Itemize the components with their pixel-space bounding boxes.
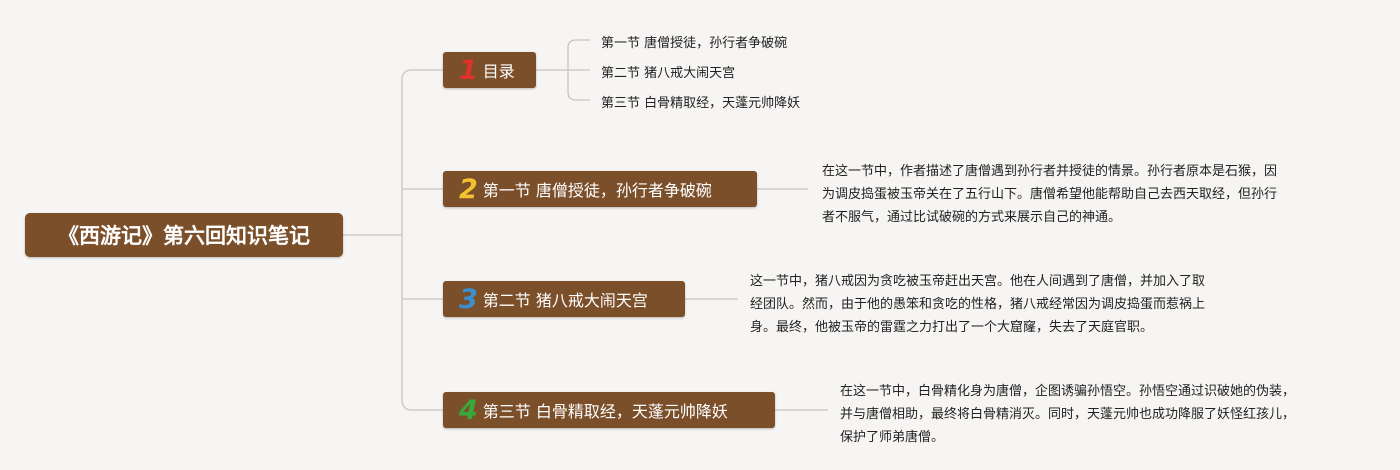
branch-section-3[interactable]: 4 第三节 白骨精取经，天蓬元帅降妖 [443,392,775,428]
toc-item-1[interactable]: 第一节 唐僧授徒，孙行者争破碗 [601,36,788,51]
number-4-icon: 4 [459,394,478,426]
number-2-icon: 2 [459,173,478,205]
note-line: 保护了师弟唐僧。 [840,430,945,445]
branch-section-1-label: 第一节 唐僧授徒，孙行者争破碗 [482,181,712,200]
number-1-icon: 1 [459,54,478,86]
note-line: 这一节中，猪八戒因为贪吃被玉帝赶出天宫。他在人间遇到了唐僧，并加入了取 [750,274,1206,289]
root-node[interactable]: 《西游记》第六回知识笔记 [25,213,343,257]
branch-section-2-label: 第二节 猪八戒大闹天宫 [482,291,648,310]
note-section-2[interactable]: 这一节中，猪八戒因为贪吃被玉帝赶出天宫。他在人间遇到了唐僧，并加入了取 经团队。… [750,270,1205,339]
note-section-3[interactable]: 在这一节中，白骨精化身为唐僧，企图诱骗孙悟空。孙悟空通过识破她的伪装， 并与唐僧… [840,380,1295,449]
note-line: 在这一节中，白骨精化身为唐僧，企图诱骗孙悟空。孙悟空通过识破她的伪装， [840,384,1296,399]
toc-item-2[interactable]: 第二节 猪八戒大闹天宫 [601,66,736,81]
note-line: 经团队。然而，由于他的愚笨和贪吃的性格，猪八戒经常因为调皮捣蛋而惹祸上 [750,297,1206,312]
branch-section-2[interactable]: 3 第二节 猪八戒大闹天宫 [443,281,685,317]
branch-section-1[interactable]: 2 第一节 唐僧授徒，孙行者争破碗 [443,171,757,207]
note-line: 为调皮捣蛋被玉帝关在了五行山下。唐僧希望他能帮助自己去西天取经，但孙行 [822,187,1278,202]
toc-item-3[interactable]: 第三节 白骨精取经，天蓬元帅降妖 [601,96,801,111]
note-line: 者不服气，通过比试破碗的方式来展示自己的神通。 [822,210,1122,225]
note-line: 在这一节中，作者描述了唐僧遇到孙行者并授徒的情景。孙行者原本是石猴，因 [822,164,1278,179]
note-line: 并与唐僧相助，最终将白骨精消灭。同时，天蓬元帅也成功降服了妖怪红孩儿， [840,407,1296,422]
note-section-1[interactable]: 在这一节中，作者描述了唐僧遇到孙行者并授徒的情景。孙行者原本是石猴，因 为调皮捣… [822,160,1277,229]
number-3-icon: 3 [459,283,478,315]
branch-contents[interactable]: 1 目录 [443,52,536,88]
branch-contents-label: 目录 [482,62,515,81]
branch-section-3-label: 第三节 白骨精取经，天蓬元帅降妖 [482,402,728,421]
note-line: 身。最终，他被玉帝的雷霆之力打出了一个大窟窿，失去了天庭官职。 [750,320,1154,335]
root-title: 《西游记》第六回知识笔记 [58,224,310,248]
